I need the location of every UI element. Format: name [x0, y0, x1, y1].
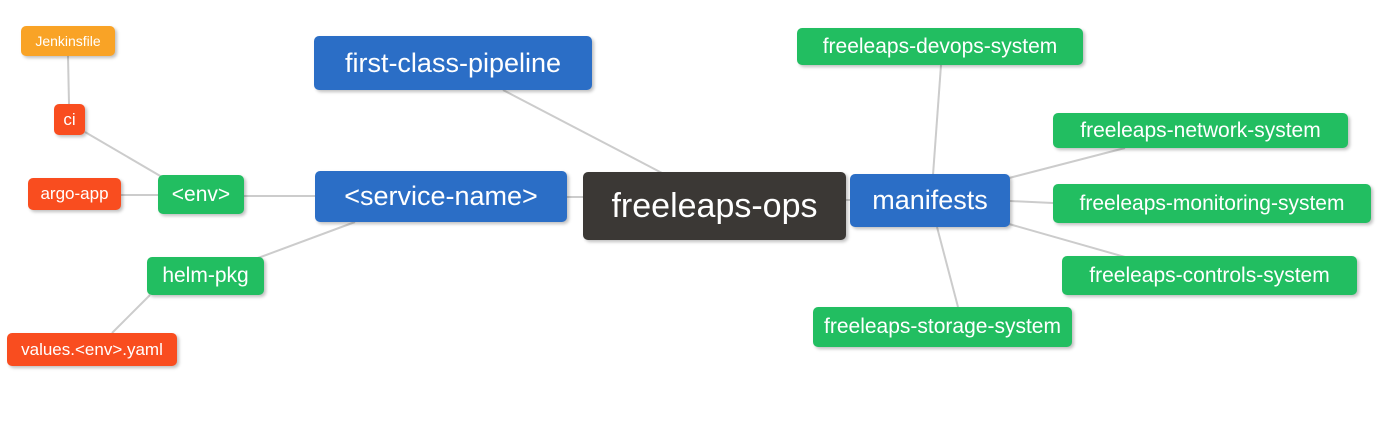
node-ci[interactable]: ci: [54, 104, 85, 135]
node-label: <service-name>: [344, 181, 538, 211]
node-label: freeleaps-storage-system: [824, 315, 1061, 338]
node-label: ci: [63, 109, 76, 129]
edge-helm-pkg-to-service-name: [257, 221, 356, 259]
edge-manifests-to-controls-system: [1008, 223, 1126, 258]
node-label: argo-app: [40, 184, 109, 203]
edge-jenkinsfile-to-ci: [67, 55, 70, 105]
node-label: manifests: [872, 185, 988, 215]
node-label: freeleaps-network-system: [1080, 118, 1321, 142]
edge-manifests-to-storage-system: [936, 226, 959, 308]
node-helm-pkg[interactable]: helm-pkg: [147, 257, 264, 295]
node-label: values.<env>.yaml: [21, 339, 163, 359]
node-jenkinsfile[interactable]: Jenkinsfile: [21, 26, 115, 56]
node-service-name[interactable]: <service-name>: [315, 171, 567, 222]
node-first-class-pipeline[interactable]: first-class-pipeline: [314, 36, 592, 90]
node-devops-system[interactable]: freeleaps-devops-system: [797, 28, 1083, 65]
node-label: freeleaps-devops-system: [822, 34, 1058, 58]
node-label: freeleaps-monitoring-system: [1079, 191, 1345, 215]
edge-values-env-yaml-to-helm-pkg: [111, 294, 151, 334]
node-argo-app[interactable]: argo-app: [28, 178, 121, 210]
node-label: helm-pkg: [162, 264, 249, 287]
node-label: <env>: [171, 182, 231, 206]
node-network-system[interactable]: freeleaps-network-system: [1053, 113, 1348, 148]
edge-manifests-to-network-system: [1008, 147, 1126, 179]
node-label: freeleaps-controls-system: [1089, 263, 1330, 287]
node-label: first-class-pipeline: [344, 47, 562, 78]
node-monitoring-system[interactable]: freeleaps-monitoring-system: [1053, 184, 1371, 223]
edge-first-class-pipeline-to-freeleaps-ops: [502, 89, 663, 174]
node-controls-system[interactable]: freeleaps-controls-system: [1062, 256, 1357, 295]
node-label: freeleaps-ops: [611, 186, 818, 225]
edge-manifests-to-devops-system: [932, 64, 942, 176]
node-values-env-yaml[interactable]: values.<env>.yaml: [7, 333, 177, 366]
edge-ci-to-env: [84, 131, 163, 178]
node-env[interactable]: <env>: [158, 175, 244, 214]
node-storage-system[interactable]: freeleaps-storage-system: [813, 307, 1072, 347]
node-label: Jenkinsfile: [35, 33, 101, 49]
edge-manifests-to-monitoring-system: [1009, 200, 1054, 204]
node-freeleaps-ops[interactable]: freeleaps-ops: [583, 172, 846, 240]
node-manifests[interactable]: manifests: [850, 174, 1010, 227]
